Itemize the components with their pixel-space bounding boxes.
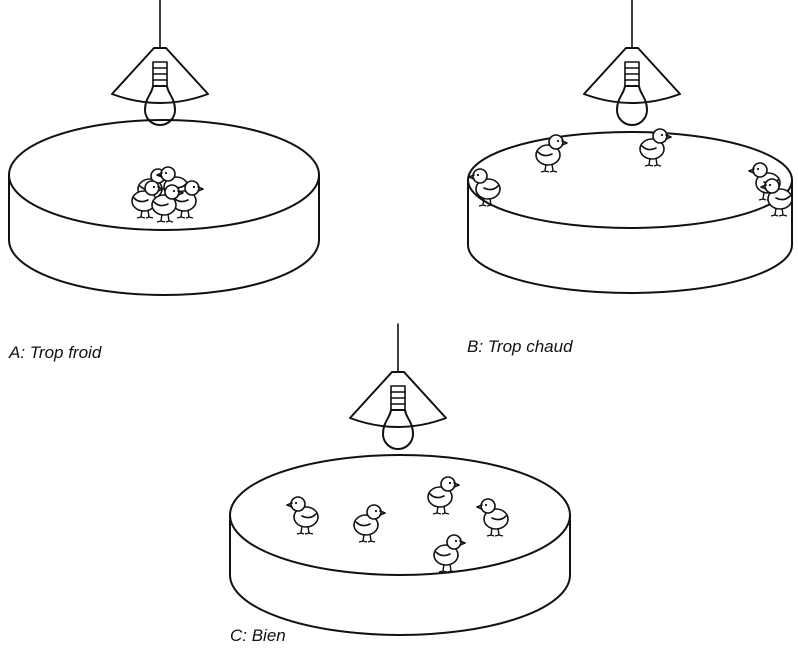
heat-lamp-a xyxy=(111,0,209,126)
panel-c-just-right xyxy=(229,323,571,636)
panel-b-too-hot xyxy=(467,0,793,294)
heat-lamp-b xyxy=(583,0,681,126)
panel-c-label: C: Bien xyxy=(230,626,286,645)
chicks-spread-out xyxy=(286,476,509,573)
chicks-along-edge xyxy=(468,128,793,217)
panel-a-too-cold xyxy=(8,0,320,296)
brooder-ring-c xyxy=(229,454,571,636)
panel-a-label: A: Trop froid xyxy=(9,343,102,362)
chick-cluster-huddled xyxy=(131,166,204,223)
heat-lamp-c xyxy=(349,323,447,450)
brooder-ring-b xyxy=(467,131,793,294)
brooder-ring-a xyxy=(8,119,320,296)
panel-b-label: B: Trop chaud xyxy=(467,337,573,356)
